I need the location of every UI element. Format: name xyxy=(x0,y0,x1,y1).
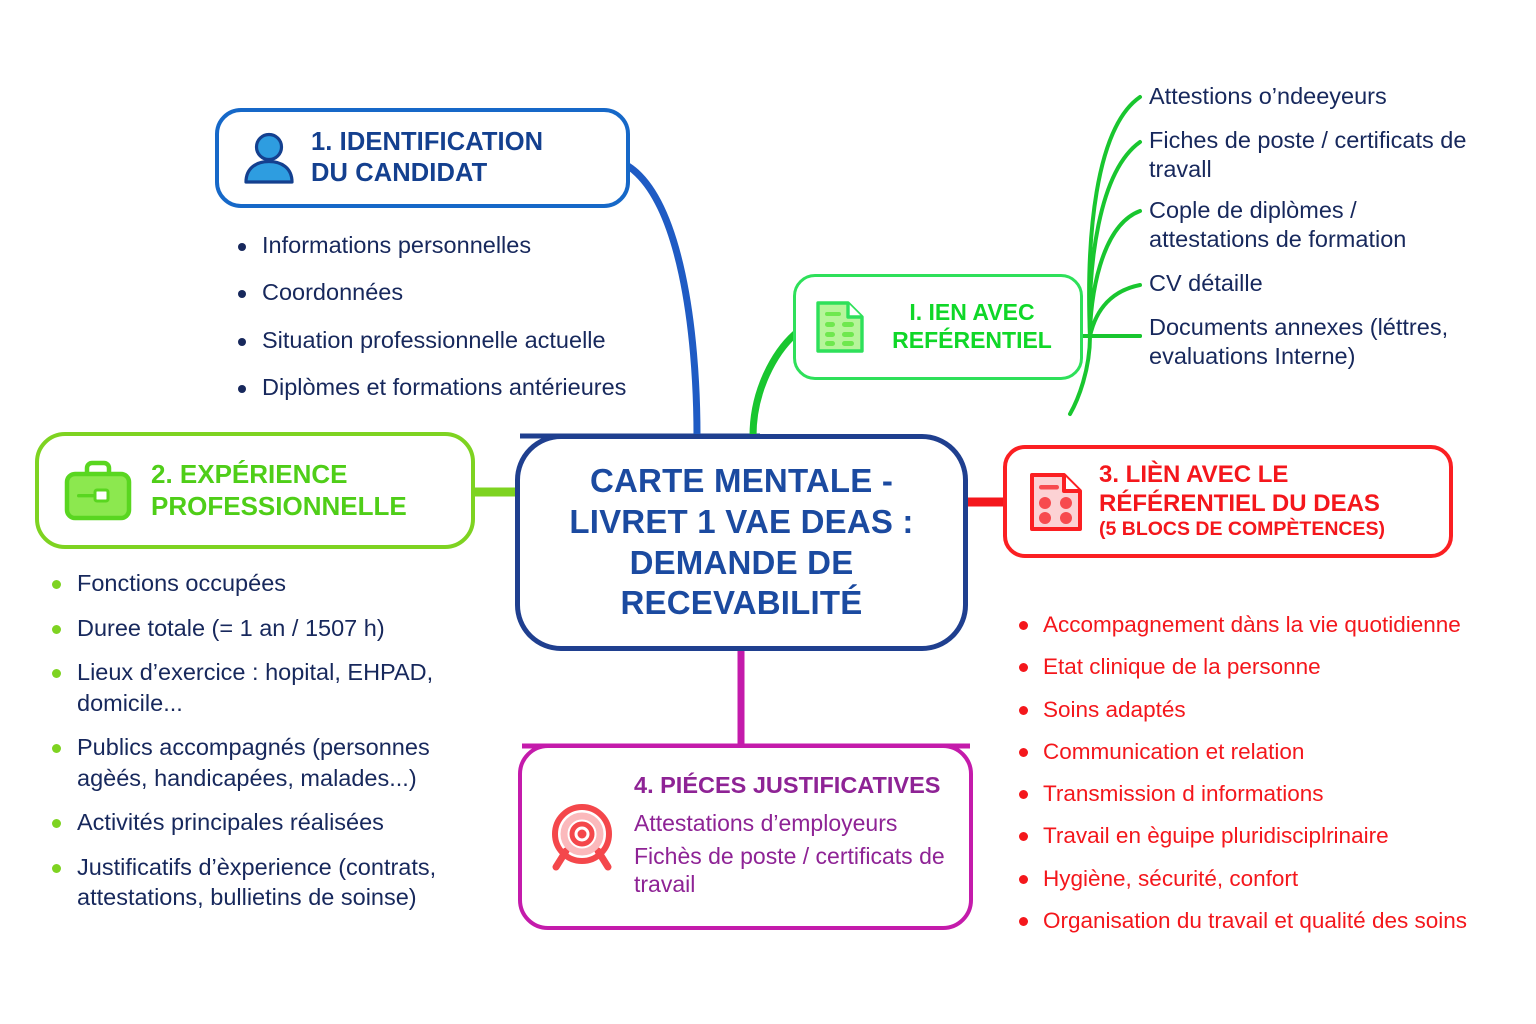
list-item: Communication et relation xyxy=(1019,737,1479,766)
bullet-dot xyxy=(238,243,246,251)
list-item: Activités principales réalisées xyxy=(52,807,502,838)
list-item-label: Travail en èguipe pluridisciplrinaire xyxy=(1043,823,1389,849)
list-item-label: Publics accompagnés (personnes agèés, ha… xyxy=(77,734,430,791)
list-item: Situation professionnelle actuelle xyxy=(238,326,708,355)
list-item-label: Lieux d’exercice : hopital, EHPAD, domic… xyxy=(77,659,434,716)
document-checklist-icon xyxy=(1030,472,1082,531)
node-ien-title-line-1: I. IEN AVEC xyxy=(909,299,1035,326)
center-title-line-2: LIVRET 1 VAE DEAS : xyxy=(569,502,914,540)
node4-line-2: Fichès de poste / certificats de travail xyxy=(634,842,945,898)
bullet-dot xyxy=(1019,621,1028,630)
list-item: Lieux d’exercice : hopital, EHPAD, domic… xyxy=(52,657,502,718)
node1-bullet-list: Informations personnelles Coordonnées Si… xyxy=(238,231,708,421)
node1-title-line-2: DU CANDIDAT xyxy=(311,159,488,187)
list-item-label: Justificatifs d’èxperience (contrats, at… xyxy=(77,853,437,911)
node3-title-line-1: 3. LIÈN AVEC LE xyxy=(1099,461,1289,489)
list-item-label: Accompagnement dàns la vie quotidienne xyxy=(1043,612,1461,637)
bullet-dot xyxy=(1019,790,1028,799)
node4-text-block: 4. PIÉCES JUSTIFICATIVES Attestations d’… xyxy=(634,771,953,903)
list-item: Travail en èguipe pluridisciplrinaire xyxy=(1019,821,1479,850)
ien-leaf-label-4: CV détaille xyxy=(1149,270,1263,296)
target-icon xyxy=(552,804,612,871)
bullet-dot xyxy=(52,580,61,589)
center-title-line-1: CARTE MENTALE - xyxy=(589,462,894,500)
node4-line-1: Attestations d’employeurs xyxy=(634,809,898,836)
list-item-label: Duree totale (= 1 an / 1507 h) xyxy=(77,614,385,641)
document-list-icon xyxy=(816,301,864,353)
list-item-label: Hygiène, sécurité, confort xyxy=(1043,865,1299,891)
list-item-label: Situation professionnelle actuelle xyxy=(262,326,606,353)
node4-title: 4. PIÉCES JUSTIFICATIVES xyxy=(634,771,941,798)
bullet-dot xyxy=(1019,747,1028,757)
bullet-dot xyxy=(1019,874,1028,884)
node-experience-professionnelle[interactable]: 2. EXPÉRIENCE PROFESSIONNELLE xyxy=(35,432,475,549)
center-title-line-3: DEMANDE DE xyxy=(629,543,854,581)
center-node-title: CARTE MENTALE - LIVRET 1 VAE DEAS : DEMA… xyxy=(569,461,913,623)
bullet-dot xyxy=(1019,663,1028,673)
bullet-dot xyxy=(52,863,61,873)
node-ien-title: I. IEN AVEC REFÉRENTIEL xyxy=(878,299,1066,354)
bullet-dot xyxy=(1019,916,1028,926)
node2-bullet-list: Fonctions occupées Duree totale (= 1 an … xyxy=(52,568,502,927)
list-item: Accompagnement dàns la vie quotidienne xyxy=(1019,610,1479,639)
list-item: Fonctions occupées xyxy=(52,568,502,599)
bullet-dot xyxy=(1019,705,1028,715)
list-item: Justificatifs d’èxperience (contrats, at… xyxy=(52,852,502,913)
center-title-line-4: RECEVABILITÉ xyxy=(620,584,863,622)
list-item: Soins adaptés xyxy=(1019,695,1479,724)
list-item: Hygiène, sécurité, confort xyxy=(1019,864,1479,893)
node3-title-line-2: RÉFÉRENTIEL DU DEAS xyxy=(1099,489,1380,517)
bullet-dot xyxy=(52,819,61,829)
bullet-dot xyxy=(238,290,246,299)
list-item-label: Soins adaptés xyxy=(1043,696,1186,722)
node2-title: 2. EXPÉRIENCE PROFESSIONNELLE xyxy=(151,459,407,521)
list-item: Etat clinique de la personne xyxy=(1019,652,1479,681)
list-item-label: Communication et relation xyxy=(1043,738,1305,764)
bullet-dot xyxy=(52,624,61,634)
list-item-label: Coordonnées xyxy=(262,279,404,306)
node-lien-avec-referentiel[interactable]: I. IEN AVEC REFÉRENTIEL xyxy=(793,274,1083,380)
ien-leaf-label-2: Fiches de poste / certificats de travall xyxy=(1149,127,1467,183)
node3-title: 3. LIÈN AVEC LE RÉFÉRENTIEL DU DEAS (5 B… xyxy=(1099,461,1385,541)
list-item-label: Diplòmes et formations antérieures xyxy=(262,374,627,401)
node2-title-line-1: 2. EXPÉRIENCE xyxy=(151,459,348,490)
list-item: Diplòmes et formations antérieures xyxy=(238,373,708,402)
bullet-dot xyxy=(52,669,61,679)
node-ien-title-line-2: REFÉRENTIEL xyxy=(892,327,1052,353)
node-pieces-justificatives[interactable]: 4. PIÉCES JUSTIFICATIVES Attestations d’… xyxy=(518,744,973,930)
list-item-label: Transmission d informations xyxy=(1043,781,1324,806)
list-item: Publics accompagnés (personnes agèés, ha… xyxy=(52,732,502,793)
bullet-dot xyxy=(238,337,246,346)
list-item-label: Organisation du travail et qualité des s… xyxy=(1043,907,1467,933)
list-item: Informations personnelles xyxy=(238,231,708,260)
node1-title: 1. IDENTIFICATION DU CANDIDAT xyxy=(311,127,543,189)
bullet-dot xyxy=(1019,832,1028,842)
node-identification-du-candidat[interactable]: 1. IDENTIFICATION DU CANDIDAT xyxy=(215,108,630,208)
node3-subtitle: (5 BLOCS DE COMPÈTENCES) xyxy=(1099,518,1386,541)
list-item: Duree totale (= 1 an / 1507 h) xyxy=(52,613,502,644)
node3-bullet-list: Accompagnement dàns la vie quotidienne E… xyxy=(1019,610,1479,948)
list-item-label: Activités principales réalisées xyxy=(77,809,384,836)
list-item-label: Fonctions occupées xyxy=(77,570,287,596)
list-item: Transmission d informations xyxy=(1019,779,1479,808)
bullet-dot xyxy=(52,744,61,754)
briefcase-icon xyxy=(64,460,132,520)
node2-title-line-2: PROFESSIONNELLE xyxy=(151,490,407,521)
connector-center-to-ien xyxy=(749,330,799,440)
node1-title-line-1: 1. IDENTIFICATION xyxy=(311,127,544,156)
ien-leaf-label-3: Cople de diplòmes / attestations de form… xyxy=(1149,197,1407,253)
ien-leaf-label-1: Attestions o’ndeeyeurs xyxy=(1149,83,1387,109)
list-item: Organisation du travail et qualité des s… xyxy=(1019,906,1479,935)
list-item-label: Etat clinique de la personne xyxy=(1043,654,1321,680)
bullet-dot xyxy=(238,385,246,394)
node-referentiel-du-deas[interactable]: 3. LIÈN AVEC LE RÉFÉRENTIEL DU DEAS (5 B… xyxy=(1003,445,1453,558)
ien-leaf-label-5: Documents annexes (léttres, evaluations … xyxy=(1149,314,1449,370)
person-icon xyxy=(244,132,294,184)
center-node[interactable]: CARTE MENTALE - LIVRET 1 VAE DEAS : DEMA… xyxy=(515,434,968,651)
list-item-label: Informations personnelles xyxy=(262,232,532,258)
list-item: Coordonnées xyxy=(238,278,708,307)
